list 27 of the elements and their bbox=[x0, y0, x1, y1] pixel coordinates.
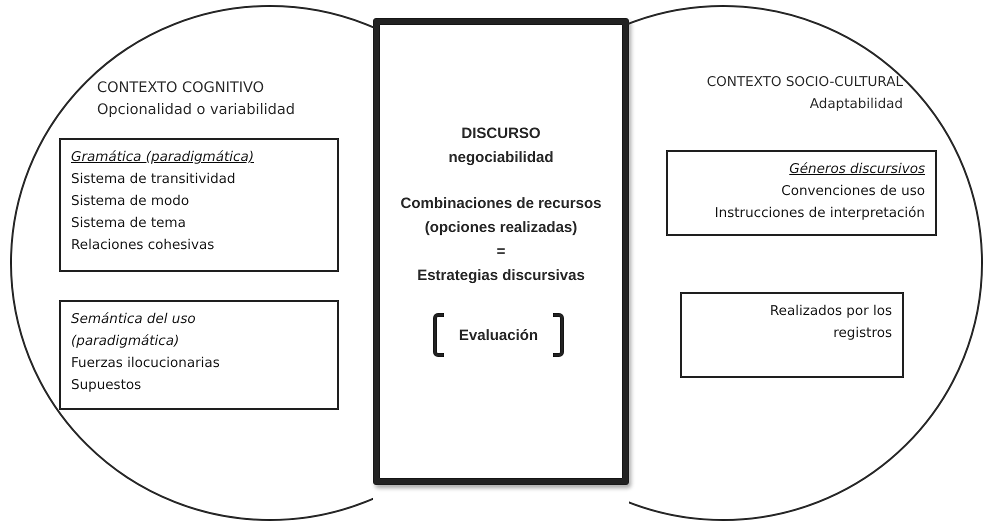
box-text: Combinaciones de recursos (opciones realizadas) bbox=[400, 194, 602, 238]
list-item: Relaciones cohesivas bbox=[71, 236, 214, 255]
concept-box bbox=[680, 292, 904, 378]
list-item: Fuerzas ilocucionarias bbox=[71, 354, 220, 373]
list-item: Sistema de transitividad bbox=[71, 170, 236, 189]
box-text: = bbox=[496, 242, 506, 262]
box-text: negociabilidad bbox=[448, 148, 554, 168]
concept-box bbox=[666, 150, 937, 236]
list-item: Instrucciones de interpretación bbox=[714, 204, 925, 223]
list-item: Realizados por los registros bbox=[768, 302, 892, 343]
box-text: DISCURSO bbox=[461, 124, 541, 144]
list-item: Sistema de tema bbox=[71, 214, 186, 233]
box-text: Estrategias discursivas bbox=[417, 266, 585, 286]
list-item: Convenciones de uso bbox=[781, 182, 925, 201]
bracketed-term: Evaluación bbox=[433, 313, 564, 357]
discourse-box bbox=[373, 18, 629, 485]
context-heading: CONTEXTO COGNITIVO bbox=[97, 79, 266, 98]
concept-box bbox=[59, 138, 339, 272]
concept-box bbox=[59, 300, 339, 410]
context-heading: CONTEXTO SOCIO-CULTURAL bbox=[706, 73, 903, 92]
list-item: Supuestos bbox=[71, 376, 142, 395]
box-heading: Gramática (paradigmática) bbox=[71, 148, 254, 167]
box-heading: Semántica del uso (paradigmática) bbox=[71, 310, 197, 351]
list-item: Sistema de modo bbox=[71, 192, 190, 211]
box-heading: Géneros discursivos bbox=[789, 160, 925, 179]
context-subheading: Adaptabilidad bbox=[808, 95, 903, 114]
context-subheading: Opcionalidad o variabilidad bbox=[97, 101, 295, 120]
